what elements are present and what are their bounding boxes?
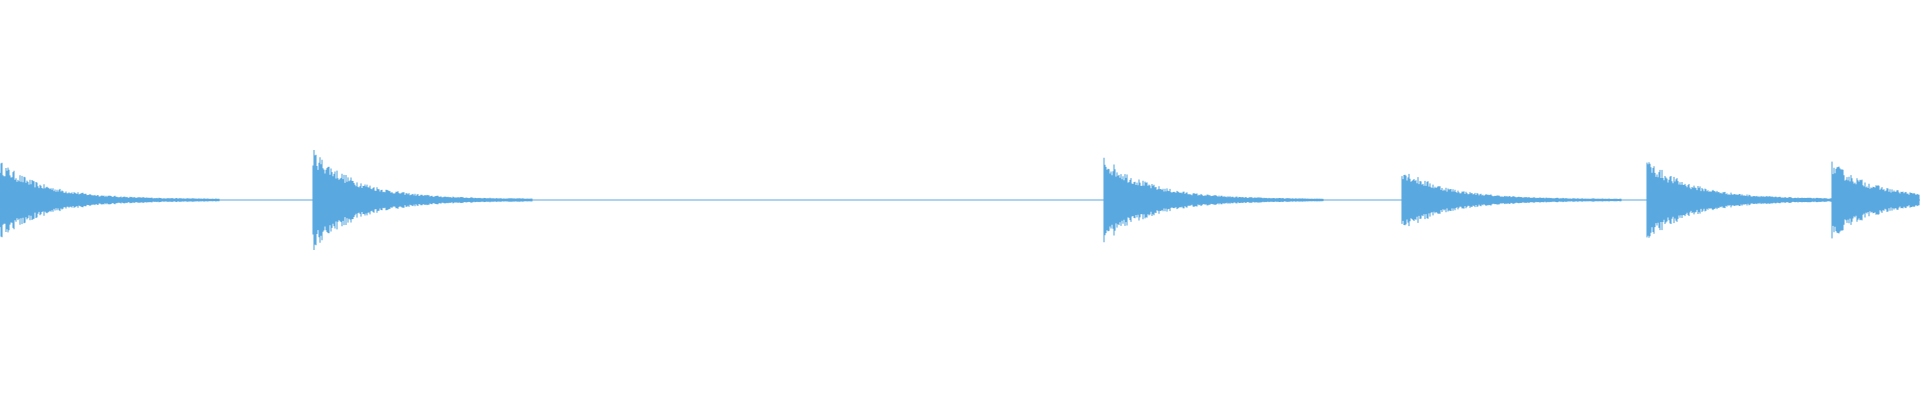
- waveform-burst: [0, 162, 220, 238]
- waveform-burst: [1103, 157, 1324, 243]
- waveform-burst: [1646, 162, 1832, 238]
- waveform-burst: [1401, 173, 1622, 227]
- waveform-bursts: [0, 150, 1920, 250]
- waveform-burst: [312, 150, 533, 250]
- waveform-burst: [1831, 161, 1920, 239]
